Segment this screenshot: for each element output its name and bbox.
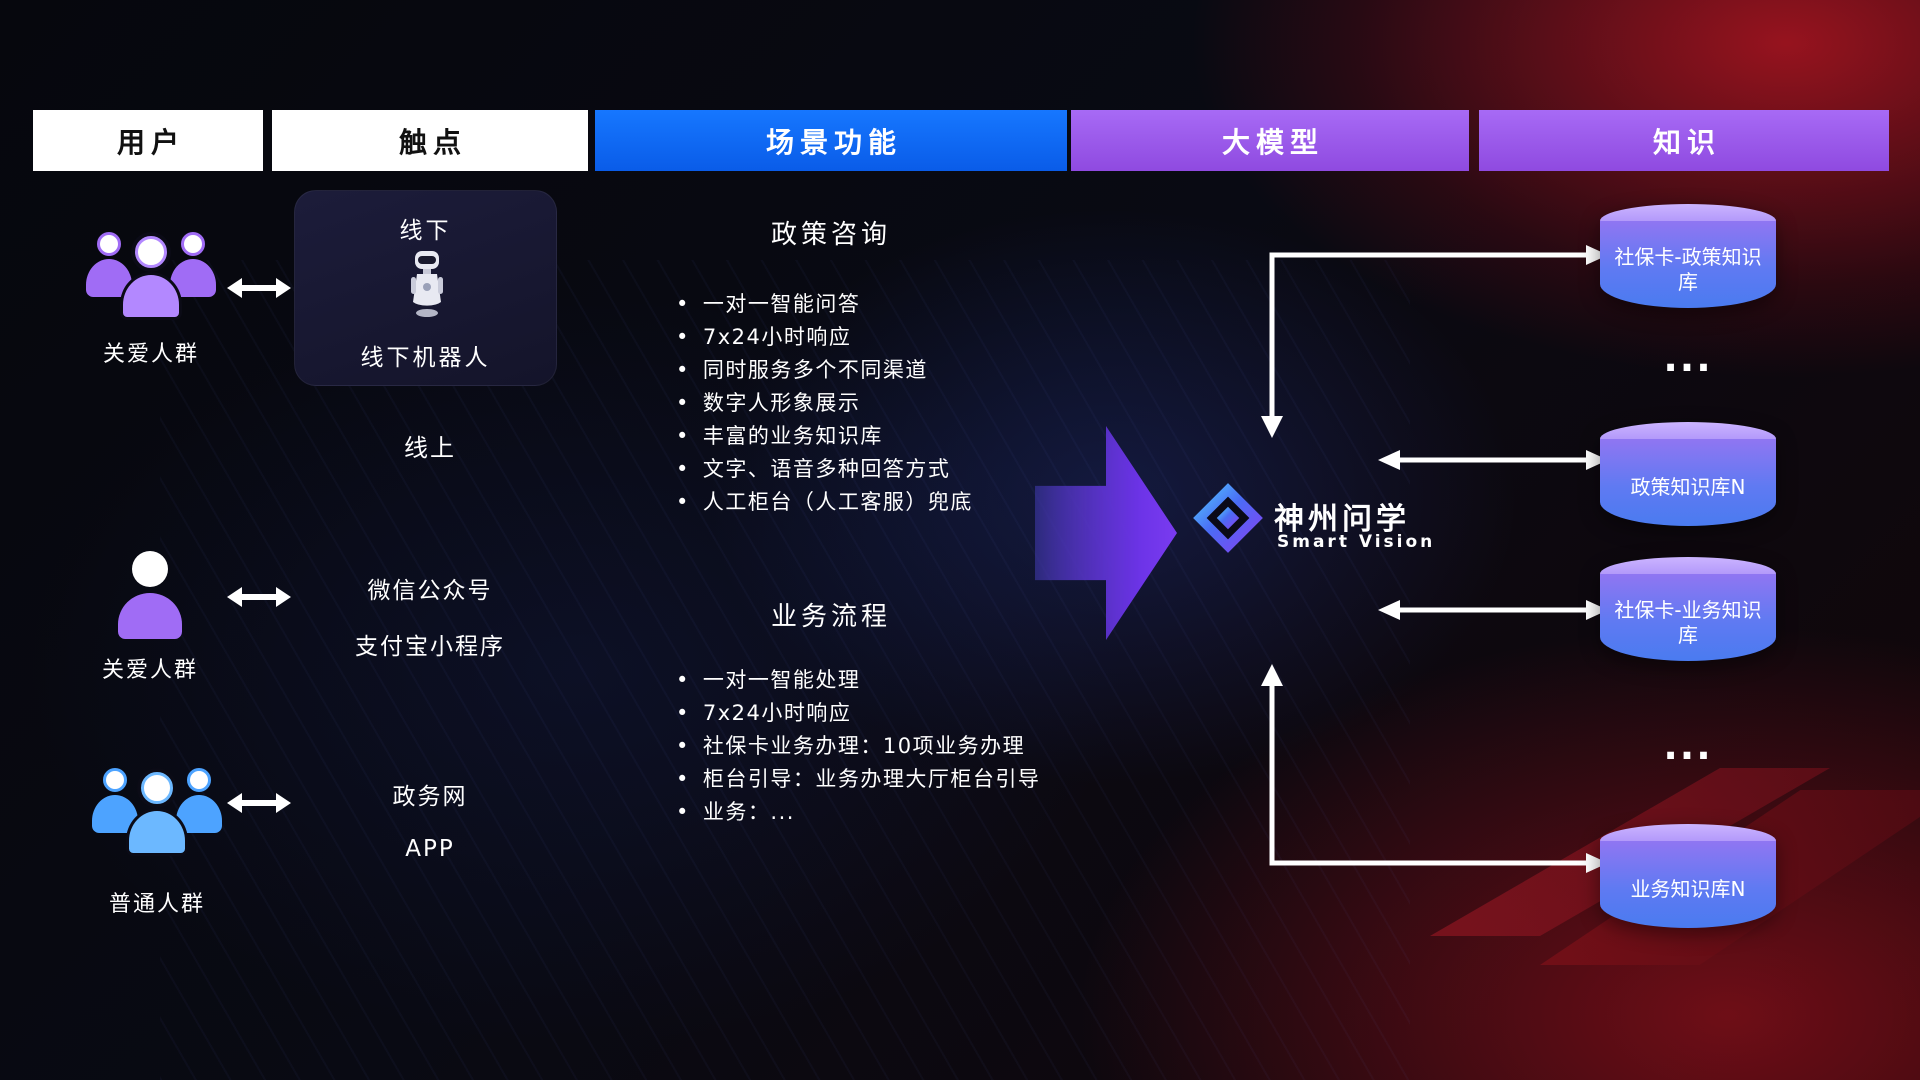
knowledge-db-business-n: 业务知识库N xyxy=(1600,824,1776,928)
arrow-model-policy-kb-n xyxy=(1378,450,1608,470)
knowledge-db-policy-n: 政策知识库N xyxy=(1600,422,1776,526)
column-header-touchpoints-label: 触点 xyxy=(398,125,467,159)
list-item: 7x24小时响应 xyxy=(676,327,973,348)
list-item: 一对一智能问答 xyxy=(676,294,973,315)
column-header-users: 用户 xyxy=(33,110,263,171)
model-subtitle: Smart Vision xyxy=(1277,532,1436,552)
ellipsis-dots: ... xyxy=(1663,336,1713,380)
channel-app: APP xyxy=(405,836,455,862)
section-title-policy-consult: 政策咨询 xyxy=(770,220,891,250)
person-figure xyxy=(176,768,222,834)
person-torso xyxy=(118,593,182,639)
person-head xyxy=(132,551,168,587)
column-header-users-label: 用户 xyxy=(116,125,185,159)
list-item: 7x24小时响应 xyxy=(676,703,1040,724)
channel-gov-web: 政务网 xyxy=(392,784,468,810)
person-torso xyxy=(120,272,182,320)
offline-title: 线下 xyxy=(399,218,452,244)
list-item: 文字、语音多种回答方式 xyxy=(676,459,973,480)
list-item: 一对一智能处理 xyxy=(676,670,1040,691)
policy-feature-list: 一对一智能问答 7x24小时响应 同时服务多个不同渠道 数字人形象展示 丰富的业… xyxy=(676,294,973,525)
column-header-knowledge: 知识 xyxy=(1479,110,1889,171)
channel-wechat: 微信公众号 xyxy=(367,578,493,604)
column-header-scene-functions: 场景功能 xyxy=(595,110,1067,171)
ellipsis-dots: ... xyxy=(1663,724,1713,768)
db-label: 社保卡-业务知识库 xyxy=(1600,574,1776,661)
user-group-label-2: 关爱人群 xyxy=(101,658,198,683)
offline-touchpoint-card: 线下 线下机器人 xyxy=(294,190,557,386)
knowledge-db-socialcard-business: 社保卡-业务知识库 xyxy=(1600,557,1776,661)
bidirectional-arrow-icon xyxy=(227,587,291,607)
person-icon-care-2 xyxy=(118,551,182,643)
column-header-touchpoints: 触点 xyxy=(272,110,588,171)
list-item: 数字人形象展示 xyxy=(676,393,973,414)
knowledge-db-socialcard-policy: 社保卡-政策知识库 xyxy=(1600,204,1776,308)
robot-icon xyxy=(411,251,443,317)
model-knowledge-arrows xyxy=(1261,245,1608,873)
person-head xyxy=(97,232,121,256)
person-figure xyxy=(126,772,188,864)
people-group-icon-care-1 xyxy=(86,216,216,328)
section-title-business-process: 业务流程 xyxy=(770,602,891,632)
list-item: 同时服务多个不同渠道 xyxy=(676,360,973,381)
arrow-model-business-kb xyxy=(1378,600,1608,620)
person-figure xyxy=(120,236,182,328)
db-label: 政策知识库N xyxy=(1600,439,1776,526)
person-head xyxy=(103,768,127,792)
smart-vision-logo-icon xyxy=(1193,483,1263,553)
person-torso xyxy=(126,808,188,856)
bidirectional-arrow-icon xyxy=(227,793,291,813)
people-group-icon-general xyxy=(92,752,222,864)
arrow-model-business-kb-n-elbow xyxy=(1261,664,1608,873)
business-feature-list: 一对一智能处理 7x24小时响应 社保卡业务办理：10项业务办理 柜台引导：业务… xyxy=(676,670,1040,835)
column-header-knowledge-label: 知识 xyxy=(1652,125,1721,159)
db-label: 社保卡-政策知识库 xyxy=(1600,221,1776,308)
person-head xyxy=(135,236,167,268)
person-head xyxy=(181,232,205,256)
arrow-model-policy-kb-elbow xyxy=(1261,245,1608,438)
column-header-scene-functions-label: 场景功能 xyxy=(765,125,902,159)
column-header-large-model-label: 大模型 xyxy=(1221,125,1324,159)
list-item: 社保卡业务办理：10项业务办理 xyxy=(676,736,1040,757)
person-head xyxy=(141,772,173,804)
list-item: 人工柜台（人工客服）兜底 xyxy=(676,492,973,513)
list-item: 柜台引导：业务办理大厅柜台引导 xyxy=(676,769,1040,790)
person-head xyxy=(187,768,211,792)
db-label: 业务知识库N xyxy=(1600,841,1776,928)
list-item: 业务：... xyxy=(676,802,1040,823)
list-item: 丰富的业务知识库 xyxy=(676,426,973,447)
column-header-large-model: 大模型 xyxy=(1071,110,1469,171)
user-group-label-3: 普通人群 xyxy=(108,892,205,917)
user-group-label-1: 关爱人群 xyxy=(102,342,199,367)
offline-robot-label: 线下机器人 xyxy=(360,345,491,371)
bidirectional-arrow-icon xyxy=(227,278,291,298)
online-title: 线上 xyxy=(404,434,456,462)
channel-alipay: 支付宝小程序 xyxy=(355,634,505,660)
model-name: 神州问学 xyxy=(1274,502,1410,537)
